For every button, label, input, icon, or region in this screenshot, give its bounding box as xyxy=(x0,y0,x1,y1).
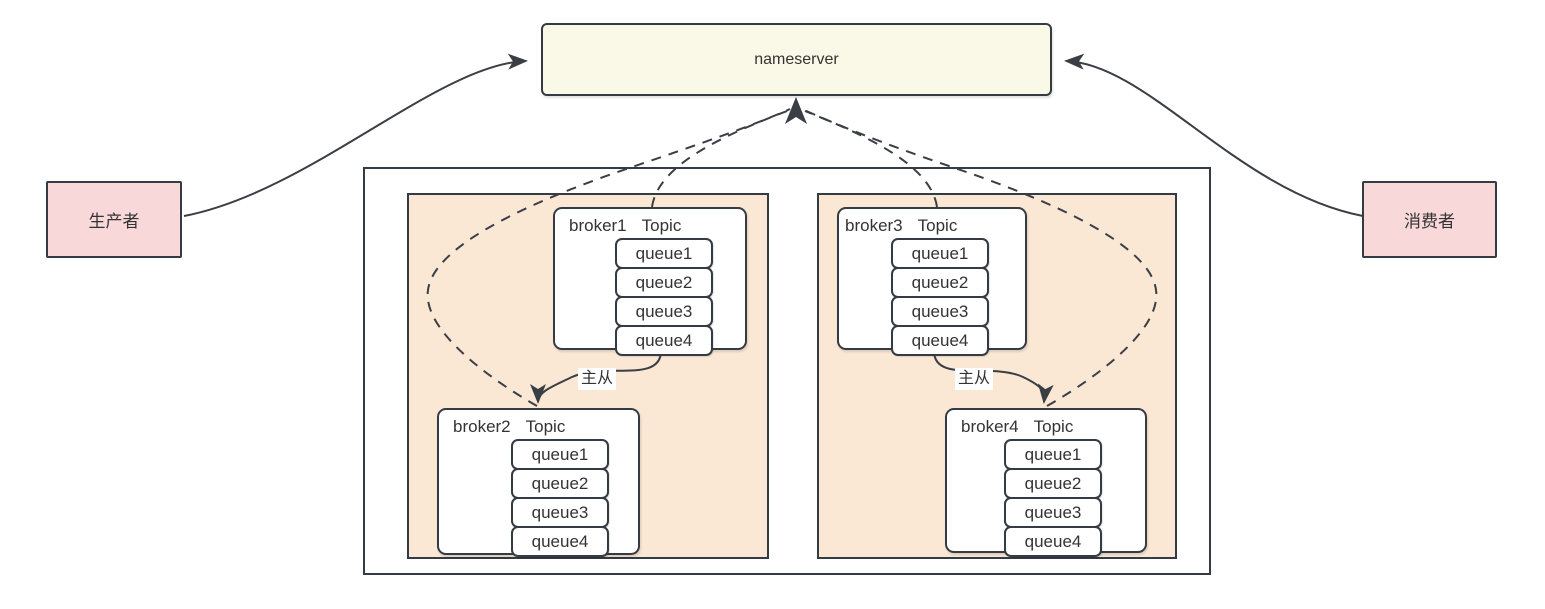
broker2-queue-list: queue1 queue2 queue3 queue4 xyxy=(511,439,609,557)
broker2-title: broker2 Topic xyxy=(439,410,638,437)
queue-item: queue1 xyxy=(1004,439,1102,470)
nameserver-label: nameserver xyxy=(754,50,839,68)
broker1-queue-list: queue1 queue2 queue3 queue4 xyxy=(615,238,713,356)
broker2-name: broker2 xyxy=(453,417,511,436)
broker3-title: broker3 Topic xyxy=(839,209,1025,236)
broker2-topic-label: Topic xyxy=(525,417,566,436)
queue-item: queue3 xyxy=(511,497,609,528)
broker2-node: broker2 Topic queue1 queue2 queue3 queue… xyxy=(437,408,640,557)
broker3-name: broker3 xyxy=(845,216,903,235)
queue-item: queue1 xyxy=(511,439,609,470)
master-slave-label-left: 主从 xyxy=(578,368,617,390)
queue-item: queue1 xyxy=(891,238,989,269)
producer-node: 生产者 xyxy=(46,181,182,258)
broker4-title: broker4 Topic xyxy=(947,410,1145,437)
producer-label: 生产者 xyxy=(88,212,140,231)
broker3-topic-label: Topic xyxy=(917,216,958,235)
queue-item: queue2 xyxy=(615,267,713,298)
broker4-name: broker4 xyxy=(961,417,1019,436)
broker4-queue-list: queue1 queue2 queue3 queue4 xyxy=(1004,439,1102,557)
consumer-label: 消费者 xyxy=(1404,212,1455,231)
master-slave-label-right: 主从 xyxy=(955,368,994,390)
broker3-node: broker3 Topic queue1 queue2 queue3 queue… xyxy=(837,207,1027,356)
broker3-queue-list: queue1 queue2 queue3 queue4 xyxy=(891,238,989,356)
consumer-node: 消费者 xyxy=(1362,181,1497,258)
broker1-name: broker1 xyxy=(569,216,627,235)
queue-item: queue3 xyxy=(615,296,713,327)
queue-item: queue4 xyxy=(511,526,609,557)
queue-item: queue2 xyxy=(1004,468,1102,499)
broker1-node: broker1 Topic queue1 queue2 queue3 queue… xyxy=(553,207,747,356)
queue-item: queue1 xyxy=(615,238,713,269)
queue-item: queue4 xyxy=(1004,526,1102,557)
broker1-title: broker1 Topic xyxy=(555,209,745,236)
broker4-node: broker4 Topic queue1 queue2 queue3 queue… xyxy=(945,408,1147,557)
nameserver-node: nameserver xyxy=(541,23,1052,96)
queue-item: queue2 xyxy=(511,468,609,499)
broker4-topic-label: Topic xyxy=(1033,417,1074,436)
queue-item: queue4 xyxy=(891,325,989,356)
broker1-topic-label: Topic xyxy=(641,216,682,235)
queue-item: queue4 xyxy=(615,325,713,356)
register-arrowhead xyxy=(785,97,807,124)
queue-item: queue3 xyxy=(891,296,989,327)
queue-item: queue3 xyxy=(1004,497,1102,528)
queue-item: queue2 xyxy=(891,267,989,298)
